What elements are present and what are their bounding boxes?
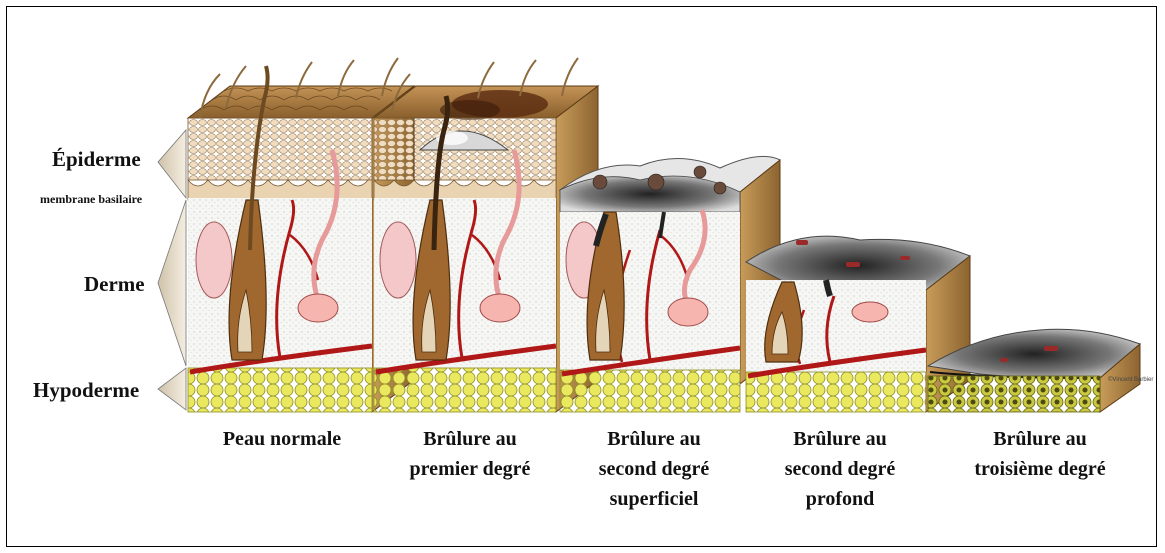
artist-signature: ©Vincent Barbier (1108, 377, 1153, 383)
caption-line: Brûlure au (370, 424, 570, 454)
caption-line: troisième degré (940, 454, 1140, 484)
caption-line: premier degré (370, 454, 570, 484)
caption-line: Brûlure au (940, 424, 1140, 454)
caption-line: superficiel (554, 484, 754, 514)
caption-third-degree: Brûlure au troisième degré (940, 424, 1140, 484)
caption-second-degree-superficial: Brûlure au second degré superficiel (554, 424, 754, 514)
label-epiderme: Épiderme (52, 147, 141, 172)
caption-line: Peau normale (182, 424, 382, 454)
caption-line: profond (740, 484, 940, 514)
epiderme-bracket (158, 130, 186, 198)
caption-second-degree-deep: Brûlure au second degré profond (740, 424, 940, 514)
layer-brackets (158, 130, 186, 410)
label-membrane-basilaire: membrane basilaire (40, 192, 142, 207)
caption-line: second degré (554, 454, 754, 484)
caption-line: Brûlure au (740, 424, 940, 454)
hypoderme-bracket (158, 368, 186, 410)
caption-line: Brûlure au (554, 424, 754, 454)
caption-normal-skin: Peau normale (182, 424, 382, 454)
derme-bracket (158, 200, 186, 366)
caption-line: second degré (740, 454, 940, 484)
caption-first-degree: Brûlure au premier degré (370, 424, 570, 484)
label-hypoderme: Hypoderme (33, 378, 139, 403)
label-derme: Derme (84, 272, 145, 297)
